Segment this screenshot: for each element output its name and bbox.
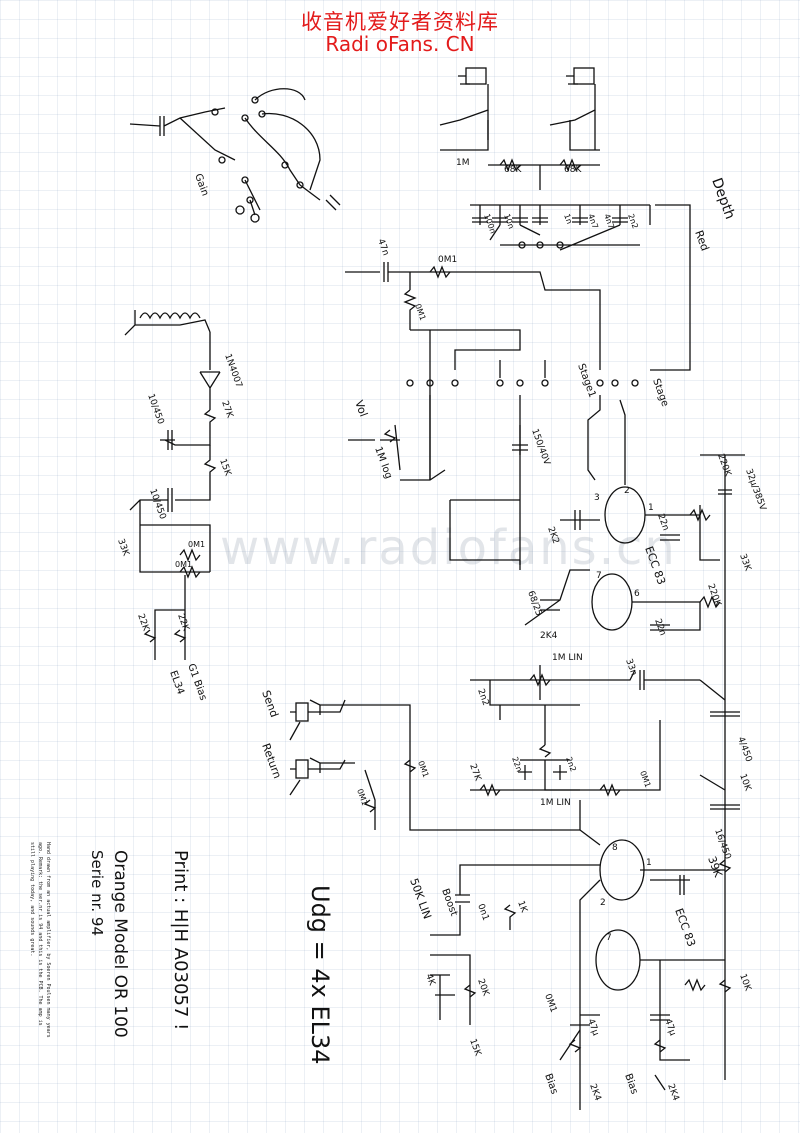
c-47n: 47n	[375, 238, 390, 258]
pot-1m-lin: 1M LIN	[552, 653, 583, 663]
pin-7: 7	[596, 571, 602, 581]
valve-stage-bottom	[430, 829, 725, 1110]
c-0n1: 0n1	[475, 903, 490, 923]
r-10k: 10K	[737, 773, 753, 794]
pin-2: 2	[624, 486, 630, 496]
c-2n2-b: 2n2	[475, 688, 490, 708]
r-39k: 39K	[705, 855, 725, 880]
pin-3: 3	[594, 493, 600, 503]
c-4-450: 4/450	[735, 736, 753, 764]
gain-rotary-switch	[129, 88, 341, 223]
c-22n-b: 22n	[652, 618, 667, 638]
vol-label: Vol	[352, 399, 370, 419]
gain-label: Gain	[192, 172, 210, 197]
c-32-385: 32μ/385V	[743, 468, 768, 513]
watermark: www.radiofans.cn	[220, 520, 677, 576]
pin-6: 6	[634, 589, 640, 599]
c-1n5: 150/40V	[529, 428, 552, 468]
credit-note: Hand drawn from an actual amplifier, by …	[29, 842, 51, 1038]
r-0m1-b: 0M1	[413, 303, 427, 322]
c-4n7-a: 4n7	[586, 213, 600, 230]
pin-7b: 7	[606, 933, 612, 943]
r-33k-r: 33K	[737, 553, 753, 574]
valves-note: Udg = 4x EL34	[306, 885, 334, 1065]
r-20k: 20K	[475, 978, 491, 999]
c-2n2: 2n2	[626, 213, 640, 230]
c-4n7-b: 4n7	[602, 213, 616, 230]
return-label: Return	[259, 742, 284, 781]
r-22k: 22K	[135, 613, 151, 634]
c-33n: 33n	[623, 658, 638, 678]
c-68-25: 68/25	[525, 590, 543, 618]
pin-1: 1	[648, 503, 654, 513]
r-0m1-h: 0M1	[542, 993, 558, 1014]
el34-label: EL34	[167, 669, 186, 696]
r-15k-b: 15K	[467, 1038, 483, 1059]
input-volume-section	[345, 262, 639, 570]
r-0m1-top: 0M1	[438, 255, 457, 265]
print-note: Print : H|H A03057 !	[170, 850, 191, 1030]
r-0m1-g: 0M1	[355, 788, 369, 807]
pot-1m-lin-b: 1M LIN	[540, 798, 571, 808]
pin-2b: 2	[600, 898, 606, 908]
r-27k: 27K	[467, 763, 483, 784]
r-2k4: 2K4	[540, 631, 558, 641]
r-68k-a: 68K	[504, 165, 522, 175]
ecc-top-label: ECC 83	[642, 545, 668, 587]
r-0m1-c: 0M1	[188, 540, 205, 549]
depth-network	[439, 67, 691, 371]
serial-note: Serie nr. 94	[88, 850, 106, 936]
r-15k: 15K	[217, 458, 233, 479]
r-1k: 1K	[515, 900, 529, 915]
diode-1n4007: 1N4007	[222, 353, 243, 390]
c-22n-c: 22n	[510, 756, 524, 773]
pot-1m-log: 1M log	[372, 445, 394, 480]
pin-1b: 1	[646, 858, 652, 868]
red-label: Red	[692, 229, 711, 253]
r-0m1-d: 0M1	[175, 560, 192, 569]
c-10-450: 10/450	[145, 393, 165, 426]
r-2k2: 2K2	[545, 526, 560, 546]
tone-section	[363, 665, 700, 831]
r-0m1-e: 0M1	[638, 770, 652, 789]
r-4k: 4K	[423, 973, 437, 988]
c-47u-b: 47μ	[662, 1018, 677, 1038]
bias-right-label: Bias	[622, 1072, 640, 1095]
send-label: Send	[259, 689, 281, 719]
stage2-label: Stage	[650, 377, 670, 408]
r-220k-top: 220K	[715, 453, 733, 479]
stage1-label: Stage1	[575, 362, 597, 399]
site-title-chinese[interactable]: 收音机爱好者资料库	[301, 10, 499, 34]
r-68k-b: 68K	[564, 165, 582, 175]
b-plus-rail	[699, 454, 745, 1080]
bias-supply	[124, 310, 221, 660]
r-1m-top: 1M	[456, 158, 470, 168]
valve-stage-top	[524, 395, 721, 631]
r-2k4-b: 2K4	[587, 1083, 602, 1103]
c-10-450-b: 10/450	[147, 488, 167, 521]
c-1n: 1n	[562, 213, 574, 226]
pot-50k: 50K LIN	[407, 877, 434, 921]
ecc-bottom-label: ECC 83	[672, 907, 698, 949]
depth-label: Depth	[708, 176, 738, 222]
site-title-english[interactable]: Radi oFans. CN	[325, 32, 475, 56]
pin-8: 8	[612, 843, 618, 853]
c-2n2-c: 2n2	[564, 756, 578, 773]
c-47u: 47μ	[585, 1018, 600, 1038]
c-10n: 10n	[502, 213, 516, 230]
r-27k-top: 27K	[219, 400, 235, 421]
r-10k-b: 10K	[737, 973, 753, 994]
r-220k-2: 220K	[705, 583, 723, 609]
model-note: Orange Model OR 100	[110, 850, 130, 1038]
r-22k-b: 22K	[175, 613, 191, 634]
bias-left-label: Bias	[542, 1072, 560, 1095]
g1-bias-label: G1 Bias	[185, 662, 208, 702]
r-33k: 33K	[115, 538, 131, 559]
r-2k4-c: 2K4	[665, 1083, 680, 1103]
c-100n: 100n	[482, 213, 497, 235]
send-return-jacks	[289, 699, 411, 796]
r-0m1-f: 0M1	[416, 760, 430, 779]
